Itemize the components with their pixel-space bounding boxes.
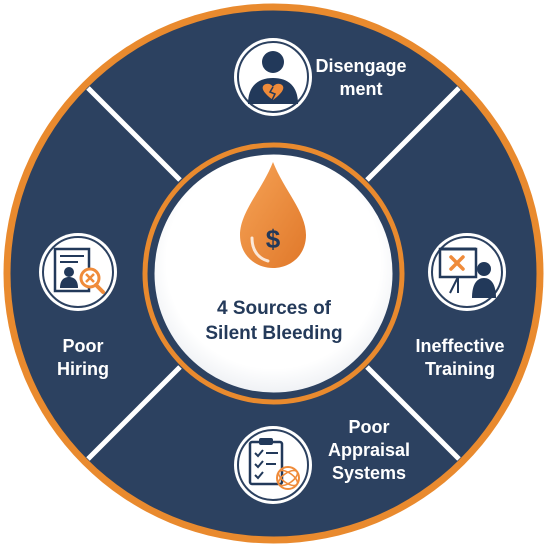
label-poor-appraisal: Poor Appraisal Systems [316, 416, 422, 485]
money-drop-icon: $ [240, 162, 306, 268]
center-disc [154, 154, 393, 393]
label-appraisal-line1: Poor [348, 417, 390, 437]
presentation-board-x-icon [428, 233, 506, 311]
center-title-line2: Silent Bleeding [205, 323, 343, 344]
checklist-tangle-icon [234, 426, 312, 504]
segment-dividers [86, 86, 461, 461]
label-disengagement-line2: ment [339, 79, 383, 99]
broken-heart-person-icon [232, 36, 314, 118]
label-training-line2: Training [424, 359, 495, 379]
label-ineffective-training: Ineffective Training [400, 335, 520, 381]
dollar-symbol: $ [266, 224, 281, 254]
label-disengagement: Disengage ment [308, 55, 414, 101]
resume-magnifier-x-icon [39, 233, 117, 311]
center-title-line1: 4 Sources of [216, 298, 332, 319]
label-poor-hiring: Poor Hiring [38, 335, 128, 381]
label-disengagement-line1: Disengage [315, 56, 407, 76]
label-hiring-line2: Hiring [57, 359, 109, 379]
label-appraisal-line2: Appraisal [327, 440, 411, 460]
label-appraisal-line3: Systems [331, 463, 407, 483]
label-training-line1: Ineffective [415, 336, 505, 356]
label-hiring-line1: Poor [62, 336, 104, 356]
center-title: 4 Sources of Silent Bleeding [173, 296, 375, 346]
